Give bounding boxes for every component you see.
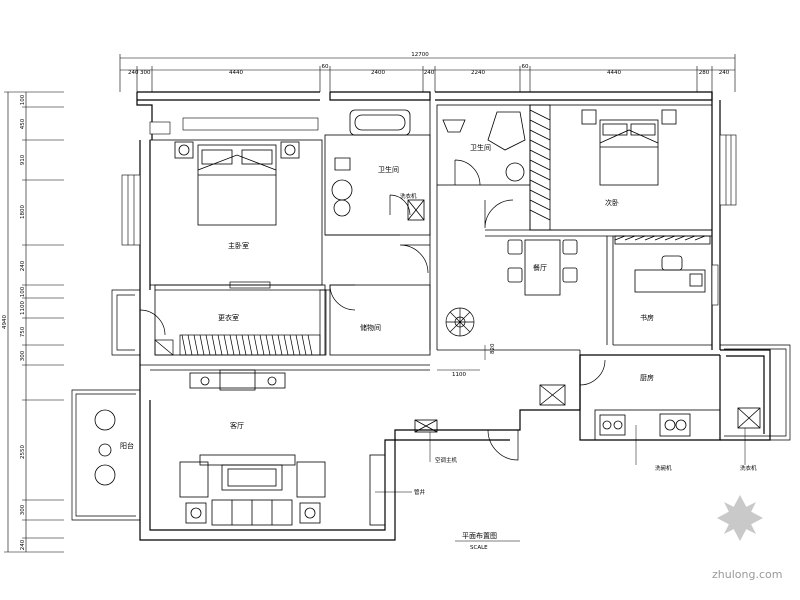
- second-bed: [581, 109, 677, 186]
- label-kitchen: 厨房: [640, 373, 654, 382]
- left-dim-12: 240: [20, 539, 26, 550]
- bath-1-fixtures: [331, 109, 425, 221]
- top-total-dim: 12700: [411, 52, 429, 58]
- doors: [139, 159, 606, 461]
- left-dim-3: 910: [20, 154, 26, 165]
- closet-rack: [154, 281, 327, 356]
- callout-leaders: [375, 345, 746, 493]
- top-dim-8: 60: [522, 64, 529, 70]
- label-second-bedroom: 次卧: [605, 198, 619, 207]
- left-dim-1: 100: [20, 94, 26, 105]
- label-dining: 餐厅: [533, 263, 547, 272]
- callout-pipe: 管井: [414, 488, 426, 496]
- left-dim-8: 750: [20, 326, 26, 337]
- plant-icon: [445, 307, 475, 337]
- top-dim-1: 240: [128, 70, 139, 76]
- study-furniture: [614, 235, 711, 293]
- label-master-bedroom: 主卧室: [228, 241, 249, 250]
- watermark-logo-icon: [717, 495, 763, 541]
- bath-2-fixtures: [442, 104, 551, 231]
- top-dim-5: 2400: [371, 70, 385, 76]
- watermark-text: zhulong.com: [712, 568, 782, 581]
- right-balcony: [720, 344, 791, 441]
- left-dim-10: 2550: [20, 445, 26, 459]
- label-storage: 储物间: [360, 323, 381, 332]
- top-dim-3: 4440: [229, 70, 243, 76]
- dining-set: [507, 239, 578, 296]
- label-bath-1: 卫生间: [378, 165, 399, 174]
- top-dim-11: 240: [719, 70, 730, 76]
- callout-washer-1: 洗衣机: [400, 192, 417, 200]
- left-total-dim: 4940: [2, 315, 8, 329]
- left-dim-9: 300: [20, 350, 26, 361]
- left-dim-6: 100: [20, 286, 26, 297]
- label-closet: 更衣室: [218, 313, 239, 322]
- top-dim-7: 2240: [471, 70, 485, 76]
- top-dimensions: [119, 54, 736, 92]
- label-living: 客厅: [230, 421, 244, 430]
- left-dim-5: 240: [20, 260, 26, 271]
- left-dim-2: 450: [20, 118, 26, 129]
- left-dim-7: 1100: [20, 301, 26, 315]
- left-dimensions: [4, 91, 64, 553]
- top-dim-6: 240: [424, 70, 435, 76]
- living-furniture: [179, 369, 386, 526]
- left-dim-4: 1800: [20, 205, 26, 219]
- top-dim-4: 60: [322, 64, 329, 70]
- label-bath-2: 卫生间: [470, 143, 491, 152]
- windows: [121, 117, 737, 306]
- label-study: 书房: [640, 313, 654, 322]
- label-balcony: 阳台: [120, 441, 134, 450]
- top-dim-9: 4440: [607, 70, 621, 76]
- left-balcony: [71, 289, 140, 521]
- top-dim-2: 300: [140, 70, 151, 76]
- small-dim-1: 1100: [452, 372, 466, 378]
- interior-walls: [140, 100, 713, 410]
- top-dim-10: 280: [699, 70, 710, 76]
- balcony-chairs: [94, 409, 116, 486]
- kitchen-fixtures: [414, 384, 761, 441]
- left-dim-11: 300: [20, 504, 26, 515]
- small-dim-2: 820: [490, 343, 496, 354]
- callout-washer-2: 洗衣机: [740, 464, 757, 472]
- callout-ac: 空调主机: [435, 456, 458, 464]
- callout-sink: 洗碗机: [655, 464, 672, 472]
- plan-scale: SCALE: [470, 545, 488, 551]
- master-bed: [174, 141, 300, 226]
- plan-title: 平面布置图: [462, 531, 497, 540]
